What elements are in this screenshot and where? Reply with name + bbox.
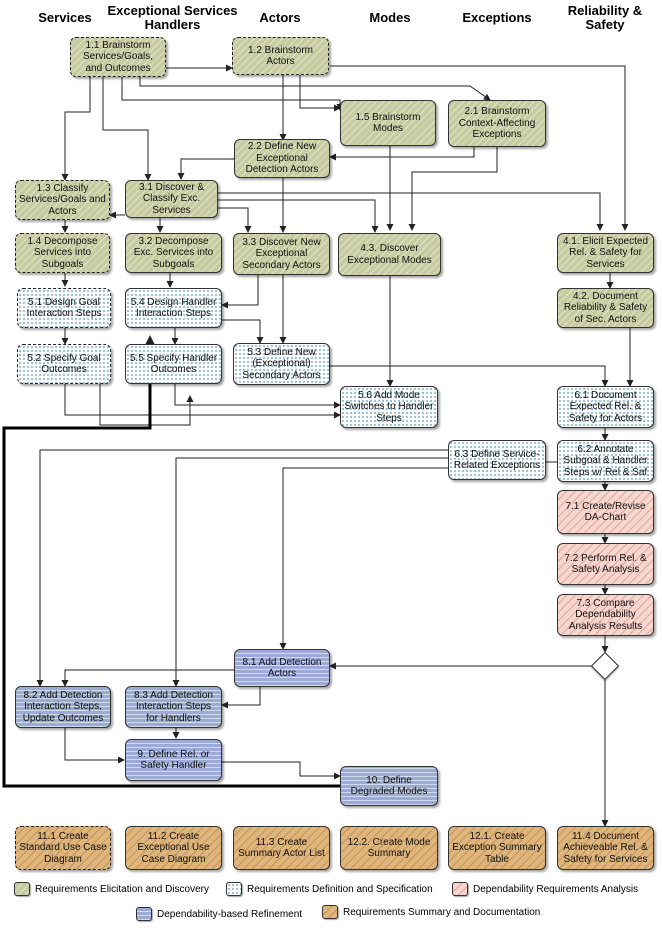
edge-1-2-to-4-1 — [330, 65, 629, 231]
box-11-2-exceptional-use-case-diagram: 11.2 Create Exceptional Use Case Diagram — [125, 826, 222, 870]
legend-label-dependability: Dependability Requirements Analysis — [473, 884, 639, 895]
legend-swatch-elicitation — [14, 882, 30, 896]
box-4-3-discover-exceptional-modes: 4.3. Discover Exceptional Modes — [338, 233, 441, 276]
box-10-define-degraded-modes: 10. Define Degraded Modes — [340, 766, 438, 806]
edge-8-1-to-8-2 — [61, 669, 236, 687]
edge-5-2-to-5-6 — [64, 384, 341, 419]
box-4-2-document-rel-safety-actors: 4.2. Document Reliability & Safety of Se… — [557, 288, 654, 328]
legend-swatch-summary — [322, 905, 338, 919]
legend-label-summary: Requirements Summary and Documentation — [343, 907, 541, 918]
box-7-1-create-da-chart: 7.1 Create/Revise DA-Chart — [557, 490, 654, 534]
box-2-2-define-detection-actors: 2.2 Define New Exceptional Detection Act… — [234, 139, 330, 178]
box-5-4-design-handler-steps: 5.4 Design Handler Interaction Steps — [125, 288, 222, 328]
box-5-2-specify-goal-outcomes: 5.2 Specify Goal Outcomes — [17, 344, 111, 384]
legend-swatch-refinement — [136, 907, 152, 921]
legend-label-definition: Requirements Definition and Specificatio… — [247, 884, 433, 895]
box-5-3-define-secondary-actors: 5.3 Define New (Exceptional) Secondary A… — [233, 343, 330, 385]
box-3-1-discover-exc-services: 3.1 Discover & Classify Exc. Services — [125, 180, 218, 218]
edge-8-1-to-8-3 — [221, 687, 261, 709]
box-5-5-specify-handler-outcomes: 5.5 Specify Handler Outcomes — [125, 344, 222, 384]
box-6-1-document-rel-safety-actors: 6.1 Document Expected Rel. & Safety for … — [557, 386, 654, 428]
edge-6-3-to-8-2 — [36, 449, 450, 687]
edge-3-1-to-4-1 — [218, 192, 604, 231]
legend-label-elicitation: Requirements Elicitation and Discovery — [35, 884, 209, 895]
edge-8-2-to-9 — [64, 728, 125, 764]
edge-3-3-to-5-4 — [221, 275, 259, 309]
edge-6-3-to-8-3 — [172, 457, 450, 687]
column-header-exceptions: Exceptions — [462, 10, 532, 25]
box-7-3-compare-results: 7.3 Compare Dependability Analysis Resul… — [557, 594, 654, 636]
edge-2-2-to-3-1 — [177, 158, 237, 180]
box-8-3-add-detection-steps-handlers: 8.3 Add Detection Interaction Steps for … — [125, 686, 222, 728]
legend-swatch-dependability — [452, 882, 468, 896]
box-1-5-brainstorm-modes: 1.5 Brainstorm Modes — [340, 100, 436, 146]
legend-swatch-definition — [226, 882, 242, 896]
edge-1-1-to-1-5 — [121, 77, 344, 111]
column-header-services: Services — [38, 10, 92, 25]
column-header-actors: Actors — [259, 10, 301, 25]
column-header-reliability-safety: Reliability & Safety — [567, 3, 643, 32]
legend-label-refinement: Dependability-based Refinement — [157, 909, 303, 920]
box-4-1-elicit-rel-safety: 4.1. Elicit Expected Rel. & Safety for S… — [557, 233, 654, 273]
edge-5-5-to-5-6 — [174, 384, 341, 409]
box-11-3-summary-actor-list: 11.3 Create Summary Actor List — [233, 826, 330, 870]
box-3-2-decompose-exc-services: 3.2 Decompose Exc. Services into Subgoal… — [125, 233, 222, 273]
edge-1-1-to-2-1 — [139, 77, 491, 101]
edge-3-1-to-3-3 — [218, 207, 252, 233]
box-5-6-add-mode-switches: 5.6 Add Mode Switches to Handler Steps — [340, 386, 438, 428]
box-12-2-mode-summary: 12.2. Create Mode Summary — [340, 826, 438, 870]
box-9-define-handler: 9. Define Rel. or Safety Handler — [125, 739, 222, 781]
edge-1-1-to-1-3 — [61, 77, 91, 181]
box-5-1-design-goal-steps: 5.1 Design Goal Interaction Steps — [17, 288, 111, 328]
box-1-4-decompose-services: 1.4 Decompose Services into Subgoals — [15, 233, 110, 273]
box-8-2-add-detection-steps: 8.2 Add Detection Interaction Steps, Upd… — [15, 686, 111, 728]
edge-3-1-to-4-3 — [218, 199, 379, 233]
edge-6-3-to-8-1 — [279, 467, 450, 650]
edge-5-3-to-6-1 — [330, 365, 609, 387]
edge-1-1-to-3-1 — [102, 77, 152, 181]
edge-5-4-to-5-3 — [210, 319, 264, 344]
edge-2-1-to-4-3 — [408, 147, 498, 231]
box-1-3-classify-services: 1.3 Classify Services/Goals and Actors — [15, 180, 110, 220]
column-header-modes: Modes — [369, 10, 411, 25]
box-8-1-add-detection-actors: 8.1 Add Detection Actors — [234, 649, 330, 687]
box-11-1-standard-use-case-diagram: 11.1 Create Standard Use Case Diagram — [15, 826, 111, 870]
box-12-1-exception-summary-table: 12.1. Create Exception Summary Table — [448, 826, 546, 870]
box-6-2-annotate-steps: 6.2 Annotate Subgoal & Handler Steps w/ … — [557, 440, 654, 482]
box-1-2-brainstorm-actors: 1.2 Brainstorm Actors — [232, 37, 329, 75]
edge-9-to-10 — [222, 761, 341, 780]
edge-5-2-to-5-5 — [99, 384, 194, 426]
box-1-1-brainstorm-services: 1.1 Brainstorm Services/Goals, and Outco… — [70, 37, 166, 77]
box-2-1-brainstorm-context-exceptions: 2.1 Brainstorm Context-Affecting Excepti… — [448, 100, 546, 147]
box-3-3-discover-secondary-actors: 3.3 Discover New Exceptional Secondary A… — [233, 233, 330, 275]
column-header-exceptional-services-handlers: Exceptional Services Handlers — [107, 3, 238, 32]
edge-10-feedback-to-5-4 — [2, 335, 340, 788]
box-11-4-document-achievable-rel-safety: 11.4 Document Achieveable Rel. & Safety … — [557, 826, 654, 870]
edge-2-1-to-2-2 — [329, 147, 475, 161]
edge-1-2-to-1-5 — [299, 75, 341, 112]
box-6-3-define-service-exceptions: 6.3 Define Service-Related Exceptions — [448, 440, 546, 480]
box-7-2-perform-analysis: 7.2 Perform Rel. & Safety Analysis — [557, 543, 654, 585]
